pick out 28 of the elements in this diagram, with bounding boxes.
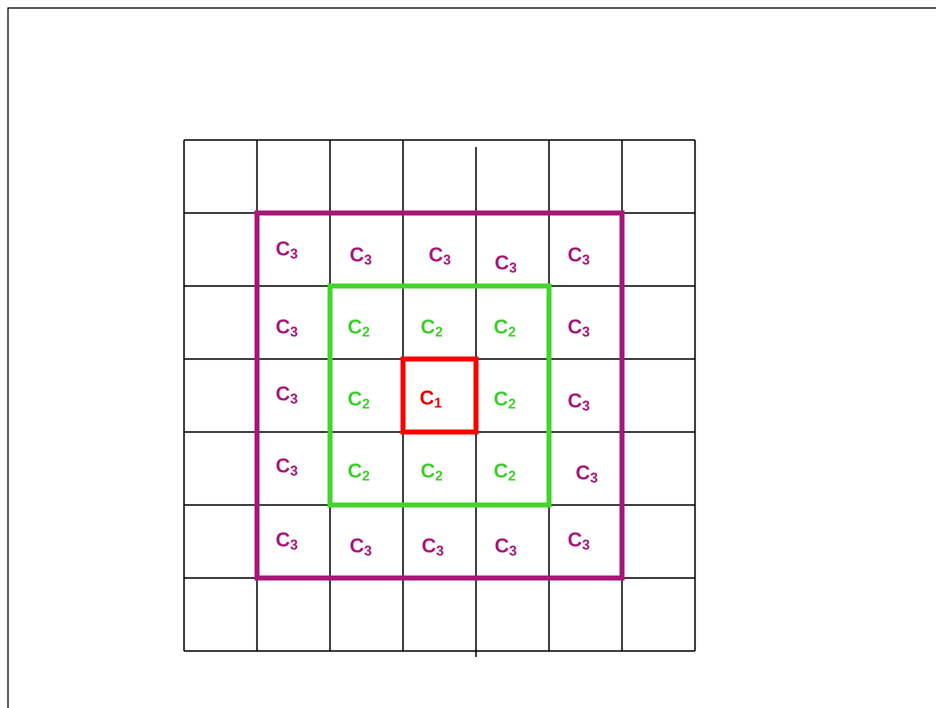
cell-label: C$_{3}$ (495, 538, 516, 556)
cell-label: C$_{2}$ (494, 391, 516, 409)
cell-label: C$_{3}$ (350, 538, 372, 556)
square-outline (254, 210, 624, 580)
cell-label: C$_{2}$ (348, 391, 370, 409)
cell-label: C$_{3}$ (276, 532, 298, 550)
cell-label: C$_{3}$ (276, 241, 298, 259)
cell-label: C$_{3}$ (576, 465, 598, 483)
cell-label: C$_{3}$ (568, 532, 590, 550)
cell-label: C$_{2}$ (421, 319, 442, 337)
cell-label: C$_{2}$ (421, 463, 442, 481)
cell-label: C$_{2}$ (494, 319, 516, 337)
cell-label: C$_{3}$ (422, 538, 444, 556)
cell-label: C$_{2}$ (494, 463, 516, 481)
cell-label: C$_{3}$ (276, 386, 298, 404)
cell-label: C$_{1}$ (420, 390, 442, 408)
cell-label: C$_{3}$ (568, 247, 590, 265)
cell-label: C$_{3}$ (429, 247, 450, 265)
cell-label: C$_{3}$ (350, 247, 372, 265)
square-outline (400, 356, 478, 434)
cell-label: C$_{2}$ (348, 463, 370, 481)
cell-label: C$_{3}$ (276, 458, 298, 476)
cell-label: C$_{3}$ (568, 393, 590, 411)
cell-label: C$_{2}$ (348, 319, 370, 337)
square-outline (328, 284, 552, 508)
cell-label: C$_{3}$ (495, 255, 516, 273)
cell-label: C$_{3}$ (568, 319, 590, 337)
cell-label: C$_{3}$ (276, 319, 298, 337)
